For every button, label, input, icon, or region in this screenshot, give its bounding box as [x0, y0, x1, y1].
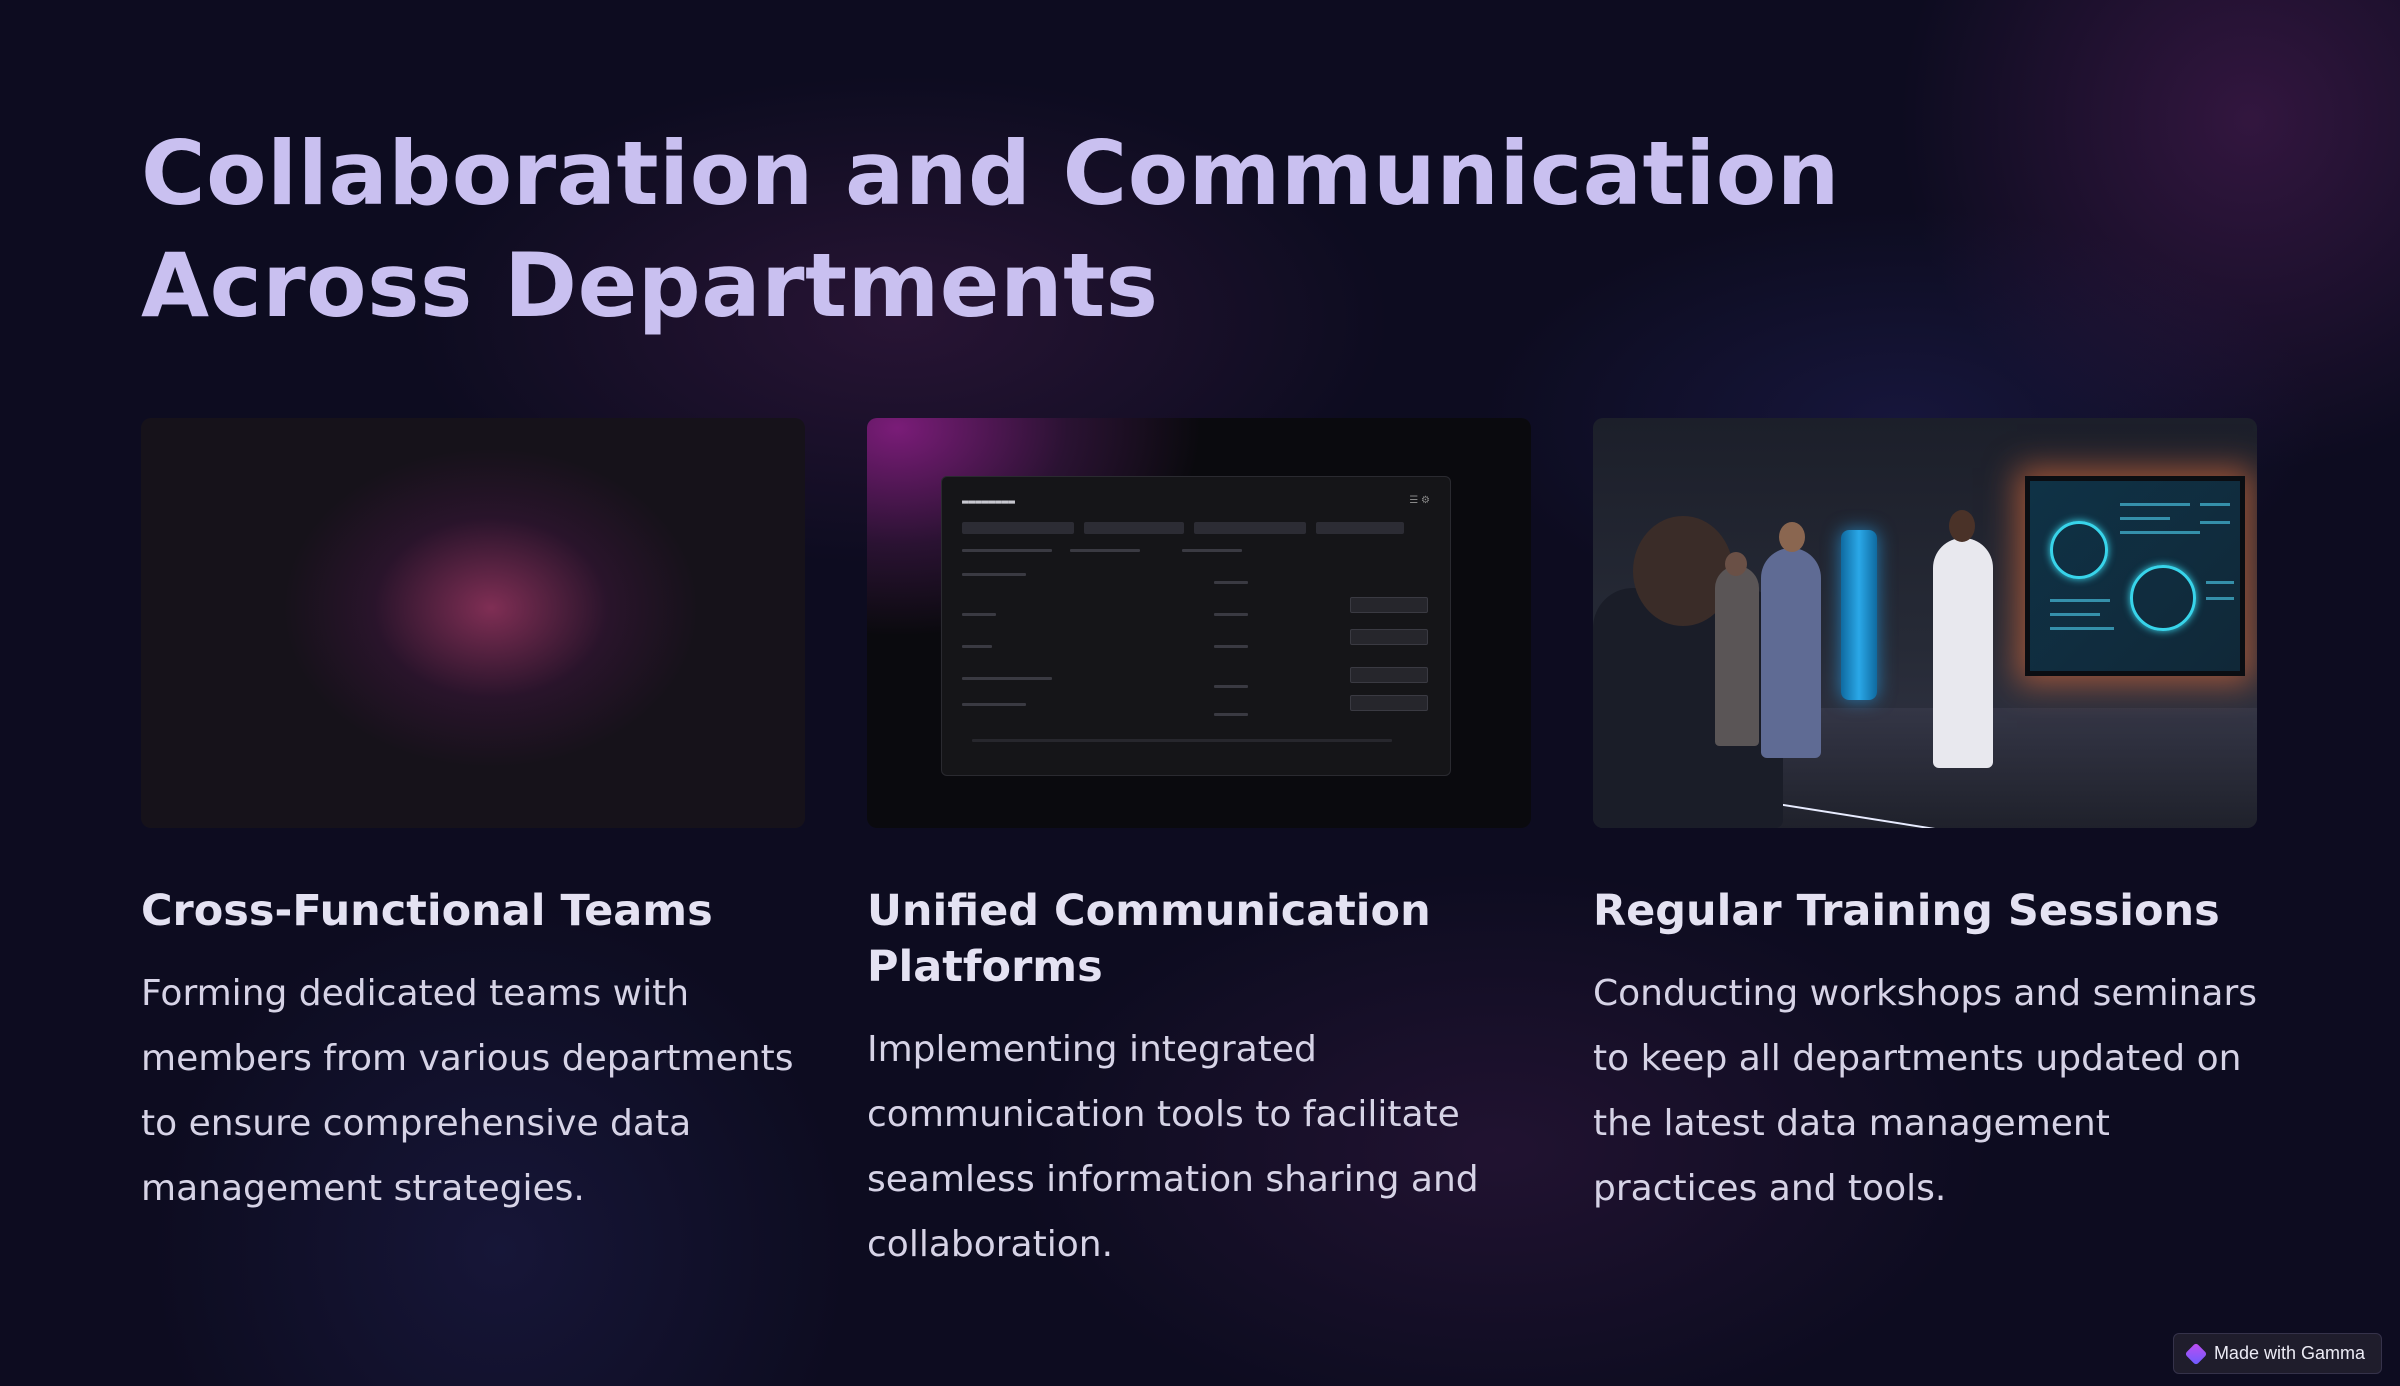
person-presenter-head [1949, 510, 1975, 542]
card-image [1593, 418, 2257, 828]
page-title: Collaboration and Communication Across D… [141, 122, 1840, 337]
gamma-logo-icon [2184, 1342, 2208, 1365]
dashboard-panel: ▬▬▬▬▬▬▬▬ ☰ ⚙ [941, 476, 1451, 776]
person-presenter [1933, 538, 1993, 768]
card-heading: Cross-Functional Teams [141, 886, 713, 936]
person-left [1715, 566, 1759, 746]
card-unified-communication: ▬▬▬▬▬▬▬▬ ☰ ⚙ [867, 418, 1531, 1277]
card-image [141, 418, 805, 828]
presentation-screen [2025, 476, 2245, 676]
dashboard-icons: ☰ ⚙ [1409, 495, 1430, 506]
person-left-head [1725, 552, 1747, 576]
person-center [1761, 548, 1821, 758]
blurred-glow-image [141, 418, 805, 828]
training-room-image [1593, 418, 2257, 828]
card-regular-training: Regular Training Sessions Conducting wor… [1593, 418, 2257, 1221]
card-text: Conducting workshops and seminars to kee… [1593, 973, 2258, 1209]
badge-label: Made with Gamma [2213, 1343, 2365, 1363]
dashboard-tabs [962, 522, 1430, 534]
person-center-head [1779, 522, 1805, 552]
card-cross-functional-teams: Cross-Functional Teams Forming dedicated… [141, 418, 805, 1221]
dashboard-title-graphic: ▬▬▬▬▬▬▬▬ [962, 495, 1015, 508]
card-image: ▬▬▬▬▬▬▬▬ ☰ ⚙ [867, 418, 1531, 828]
dashboard-image: ▬▬▬▬▬▬▬▬ ☰ ⚙ [867, 418, 1531, 828]
blue-light-pillar [1841, 530, 1877, 700]
made-with-gamma-badge[interactable]: Made with Gamma [2172, 1333, 2382, 1374]
card-text: Implementing integrated communication to… [867, 1029, 1479, 1265]
card-heading: Unified Communication Platforms [867, 886, 1431, 992]
card-heading: Regular Training Sessions [1593, 886, 2220, 936]
card-text: Forming dedicated teams with members fro… [141, 973, 794, 1209]
